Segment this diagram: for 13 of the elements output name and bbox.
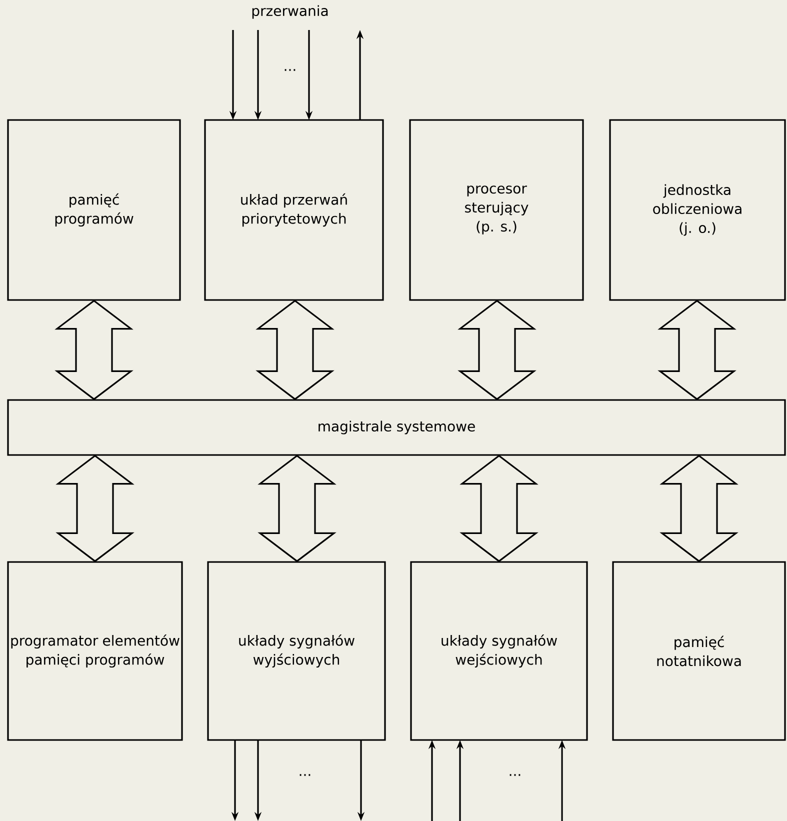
block-box: procesor sterujący (p. s.) xyxy=(409,119,584,301)
block-box: układ przerwań priorytetowych xyxy=(204,119,384,301)
block-box: pamięć programów xyxy=(7,119,181,301)
block-box: układy sygnałów wejściowych xyxy=(410,561,588,741)
bus-bar: magistrale systemowe xyxy=(7,399,786,456)
ellipsis: ... xyxy=(284,69,296,71)
block-box: programator elementów pamięci programów xyxy=(7,561,183,741)
signal-label: przerwania xyxy=(252,5,328,19)
block-box: pamięć notatnikowa xyxy=(612,561,786,741)
ellipsis: ... xyxy=(510,774,520,776)
block-box: układy sygnałów wyjściowych xyxy=(207,561,386,741)
ellipsis: ... xyxy=(300,774,310,776)
block-box: jednostka obliczeniowa (j. o.) xyxy=(609,119,786,301)
